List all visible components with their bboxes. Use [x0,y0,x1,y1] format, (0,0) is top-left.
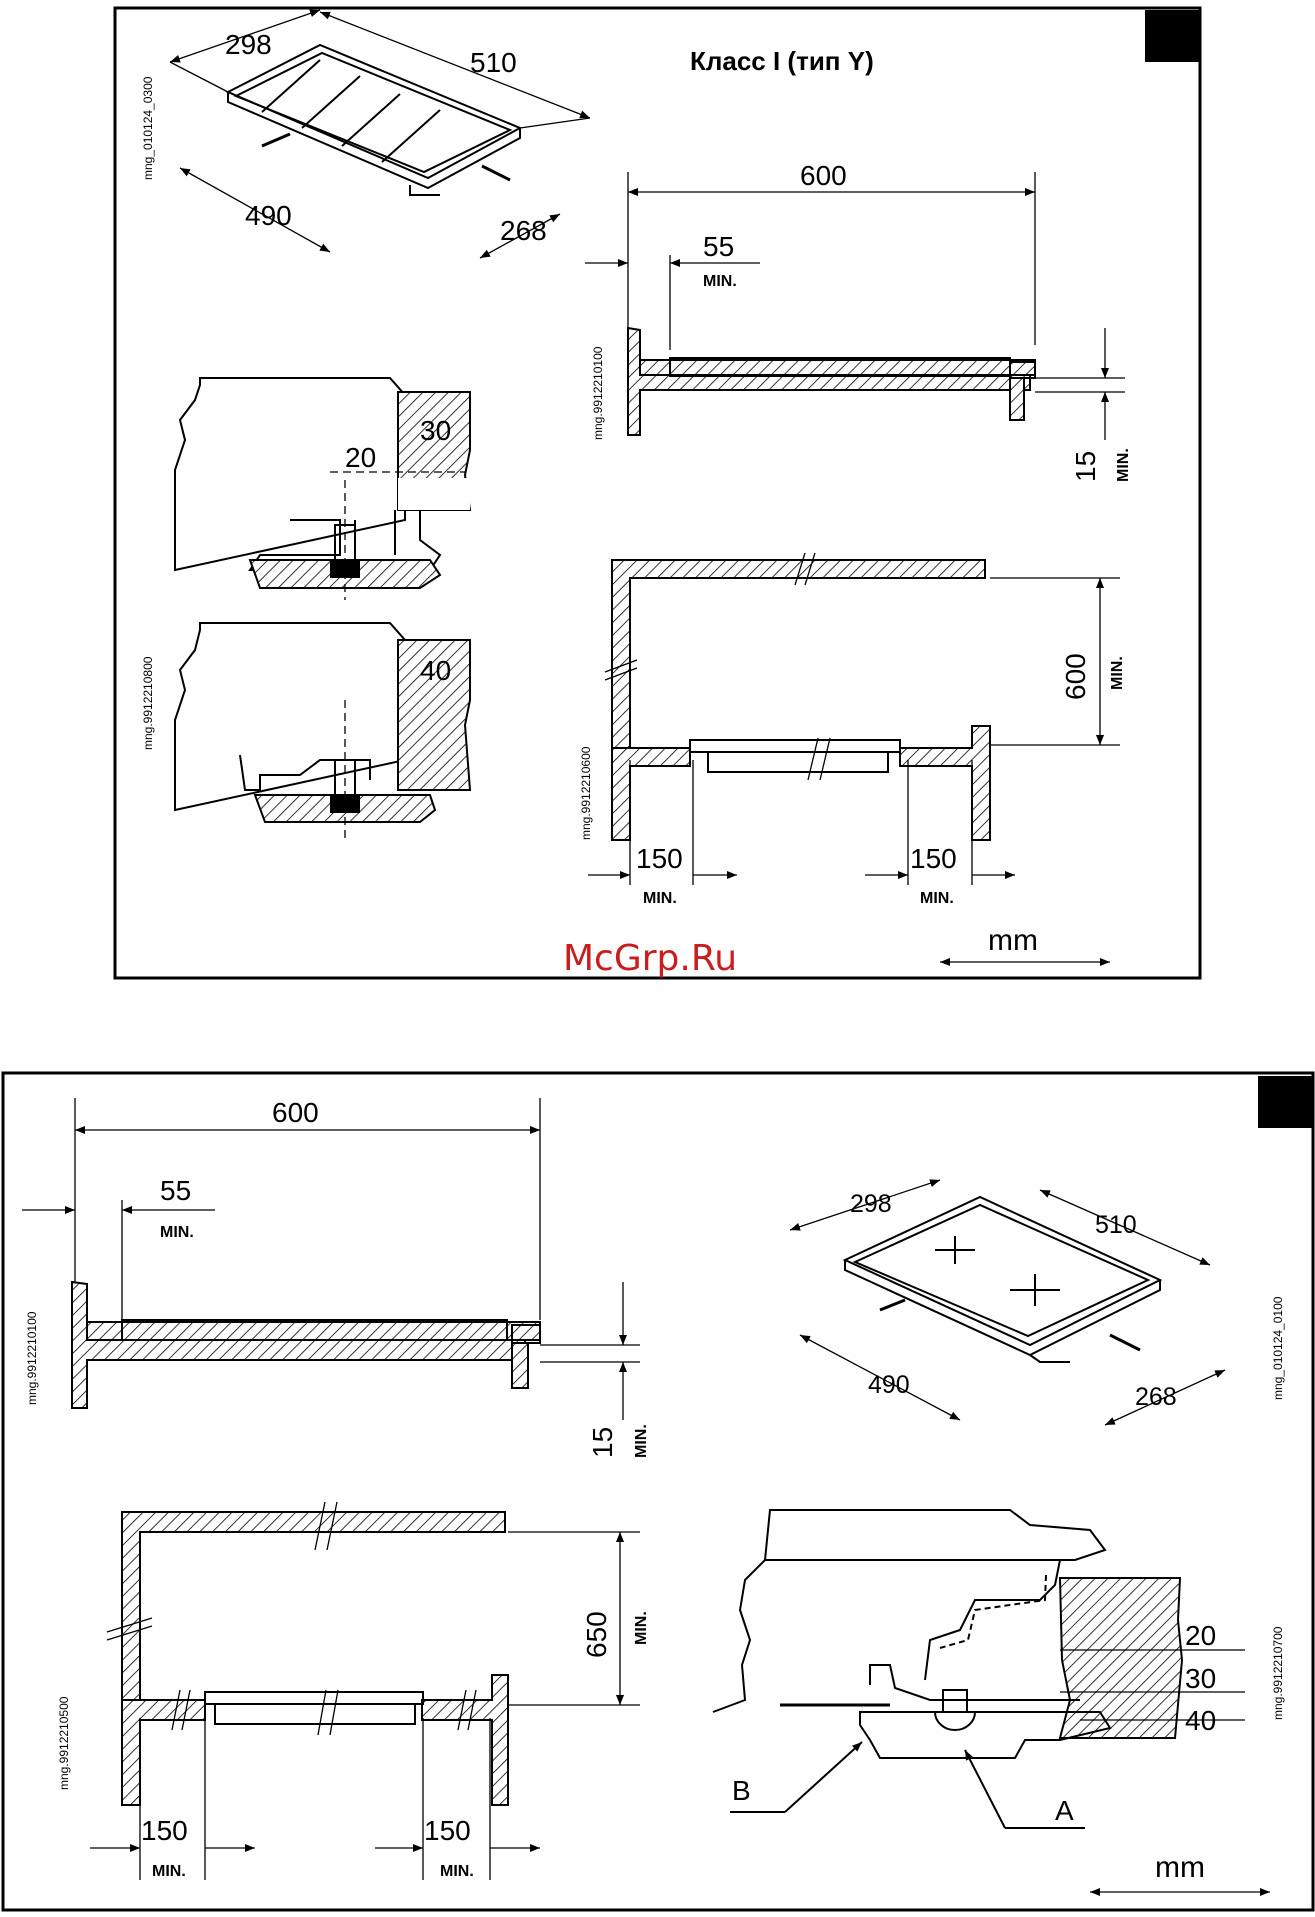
dim-298: 298 [850,1190,892,1218]
corner-marker [1145,10,1199,62]
label-a: A [1055,1795,1074,1826]
bottom-panel: 600 55 MIN. 15 MIN. mng.9912210100 [1,1071,1315,1912]
dim-600-width: 600 [800,160,847,191]
dim-150-right: 150 [910,843,957,874]
drawing-code: mng.9912210700 [1271,1626,1285,1720]
unit-label: mm [1155,1851,1205,1884]
dim-55-min: MIN. [160,1224,194,1241]
drawing-code: mng.9912210500 [57,1696,71,1790]
watermark: McGrp.Ru [563,938,737,979]
drawing-code: mng_010124_0300 [141,76,155,180]
dim-150-left: 150 [636,843,683,874]
dim-150-left-min: MIN. [152,1863,186,1880]
unit-label: mm [988,924,1038,957]
side-view-drawing: 600 55 MIN. 15 MIN. [22,1097,650,1458]
drawing-code: mng.9912210800 [141,656,155,750]
label-b: B [732,1775,751,1806]
thickness-20: 20 [1185,1620,1216,1651]
top-panel-frame [113,6,1202,980]
dim-490: 490 [868,1371,910,1399]
dim-650-height-min: MIN. [633,1611,650,1645]
fixing-detail-ab: 20 30 40 B A [712,1509,1245,1829]
drawing-code: mng.9912210100 [591,346,605,440]
dim-150-right-min: MIN. [440,1863,474,1880]
drawing-code: mng.9912210100 [25,1311,39,1405]
thickness-40: 40 [420,655,451,686]
dim-15: 15 [587,1427,618,1458]
thickness-40: 40 [1185,1705,1216,1736]
dim-15-min: MIN. [1115,448,1132,482]
dim-600-height-min: MIN. [1109,656,1126,690]
dim-600-width: 600 [272,1097,319,1128]
dim-150-left: 150 [141,1815,188,1846]
dim-600-height: 600 [1060,653,1091,700]
cabinet-front-600: 600 MIN. 150 MIN. 150 MIN. [588,552,1126,907]
dim-150-right-min: MIN. [920,890,954,907]
hob-isometric-drawing: 298 510 490 268 [169,9,591,259]
cabinet-front-650: 650 MIN. 150 MIN. 150 MIN. [90,1501,650,1880]
thickness-30: 30 [1185,1663,1216,1694]
dim-490: 490 [245,200,292,231]
drawing-code: mng_010124_0100 [1271,1296,1285,1400]
dim-510: 510 [470,47,517,78]
top-panel: Класс I (тип Y) 298 510 490 268 mng_0101… [113,6,1202,980]
dim-15-min: MIN. [633,1424,650,1458]
dim-15: 15 [1070,451,1101,482]
side-view-drawing: 600 55 MIN. 15 MIN. [585,160,1132,482]
gap-20: 20 [345,442,376,473]
dim-55: 55 [703,231,734,262]
dim-268: 268 [500,215,547,246]
fixing-detail-40: 40 [174,622,472,842]
class-title: Класс I (тип Y) [690,46,874,76]
dim-55: 55 [160,1175,191,1206]
dim-510: 510 [1095,1211,1137,1239]
hob-isometric-drawing: 298 510 490 268 [789,1179,1226,1426]
dim-268: 268 [1135,1383,1177,1411]
thickness-30: 30 [420,415,451,446]
dim-55-min: MIN. [703,273,737,290]
dim-298: 298 [225,29,272,60]
bottom-panel-frame [1,1071,1315,1912]
dim-150-left-min: MIN. [643,890,677,907]
drawing-code: mng.9912210600 [579,746,593,840]
dim-150-right: 150 [424,1815,471,1846]
fixing-detail-30: 30 20 [174,377,472,600]
corner-marker [1258,1076,1312,1128]
dim-650-height: 650 [581,1611,612,1658]
